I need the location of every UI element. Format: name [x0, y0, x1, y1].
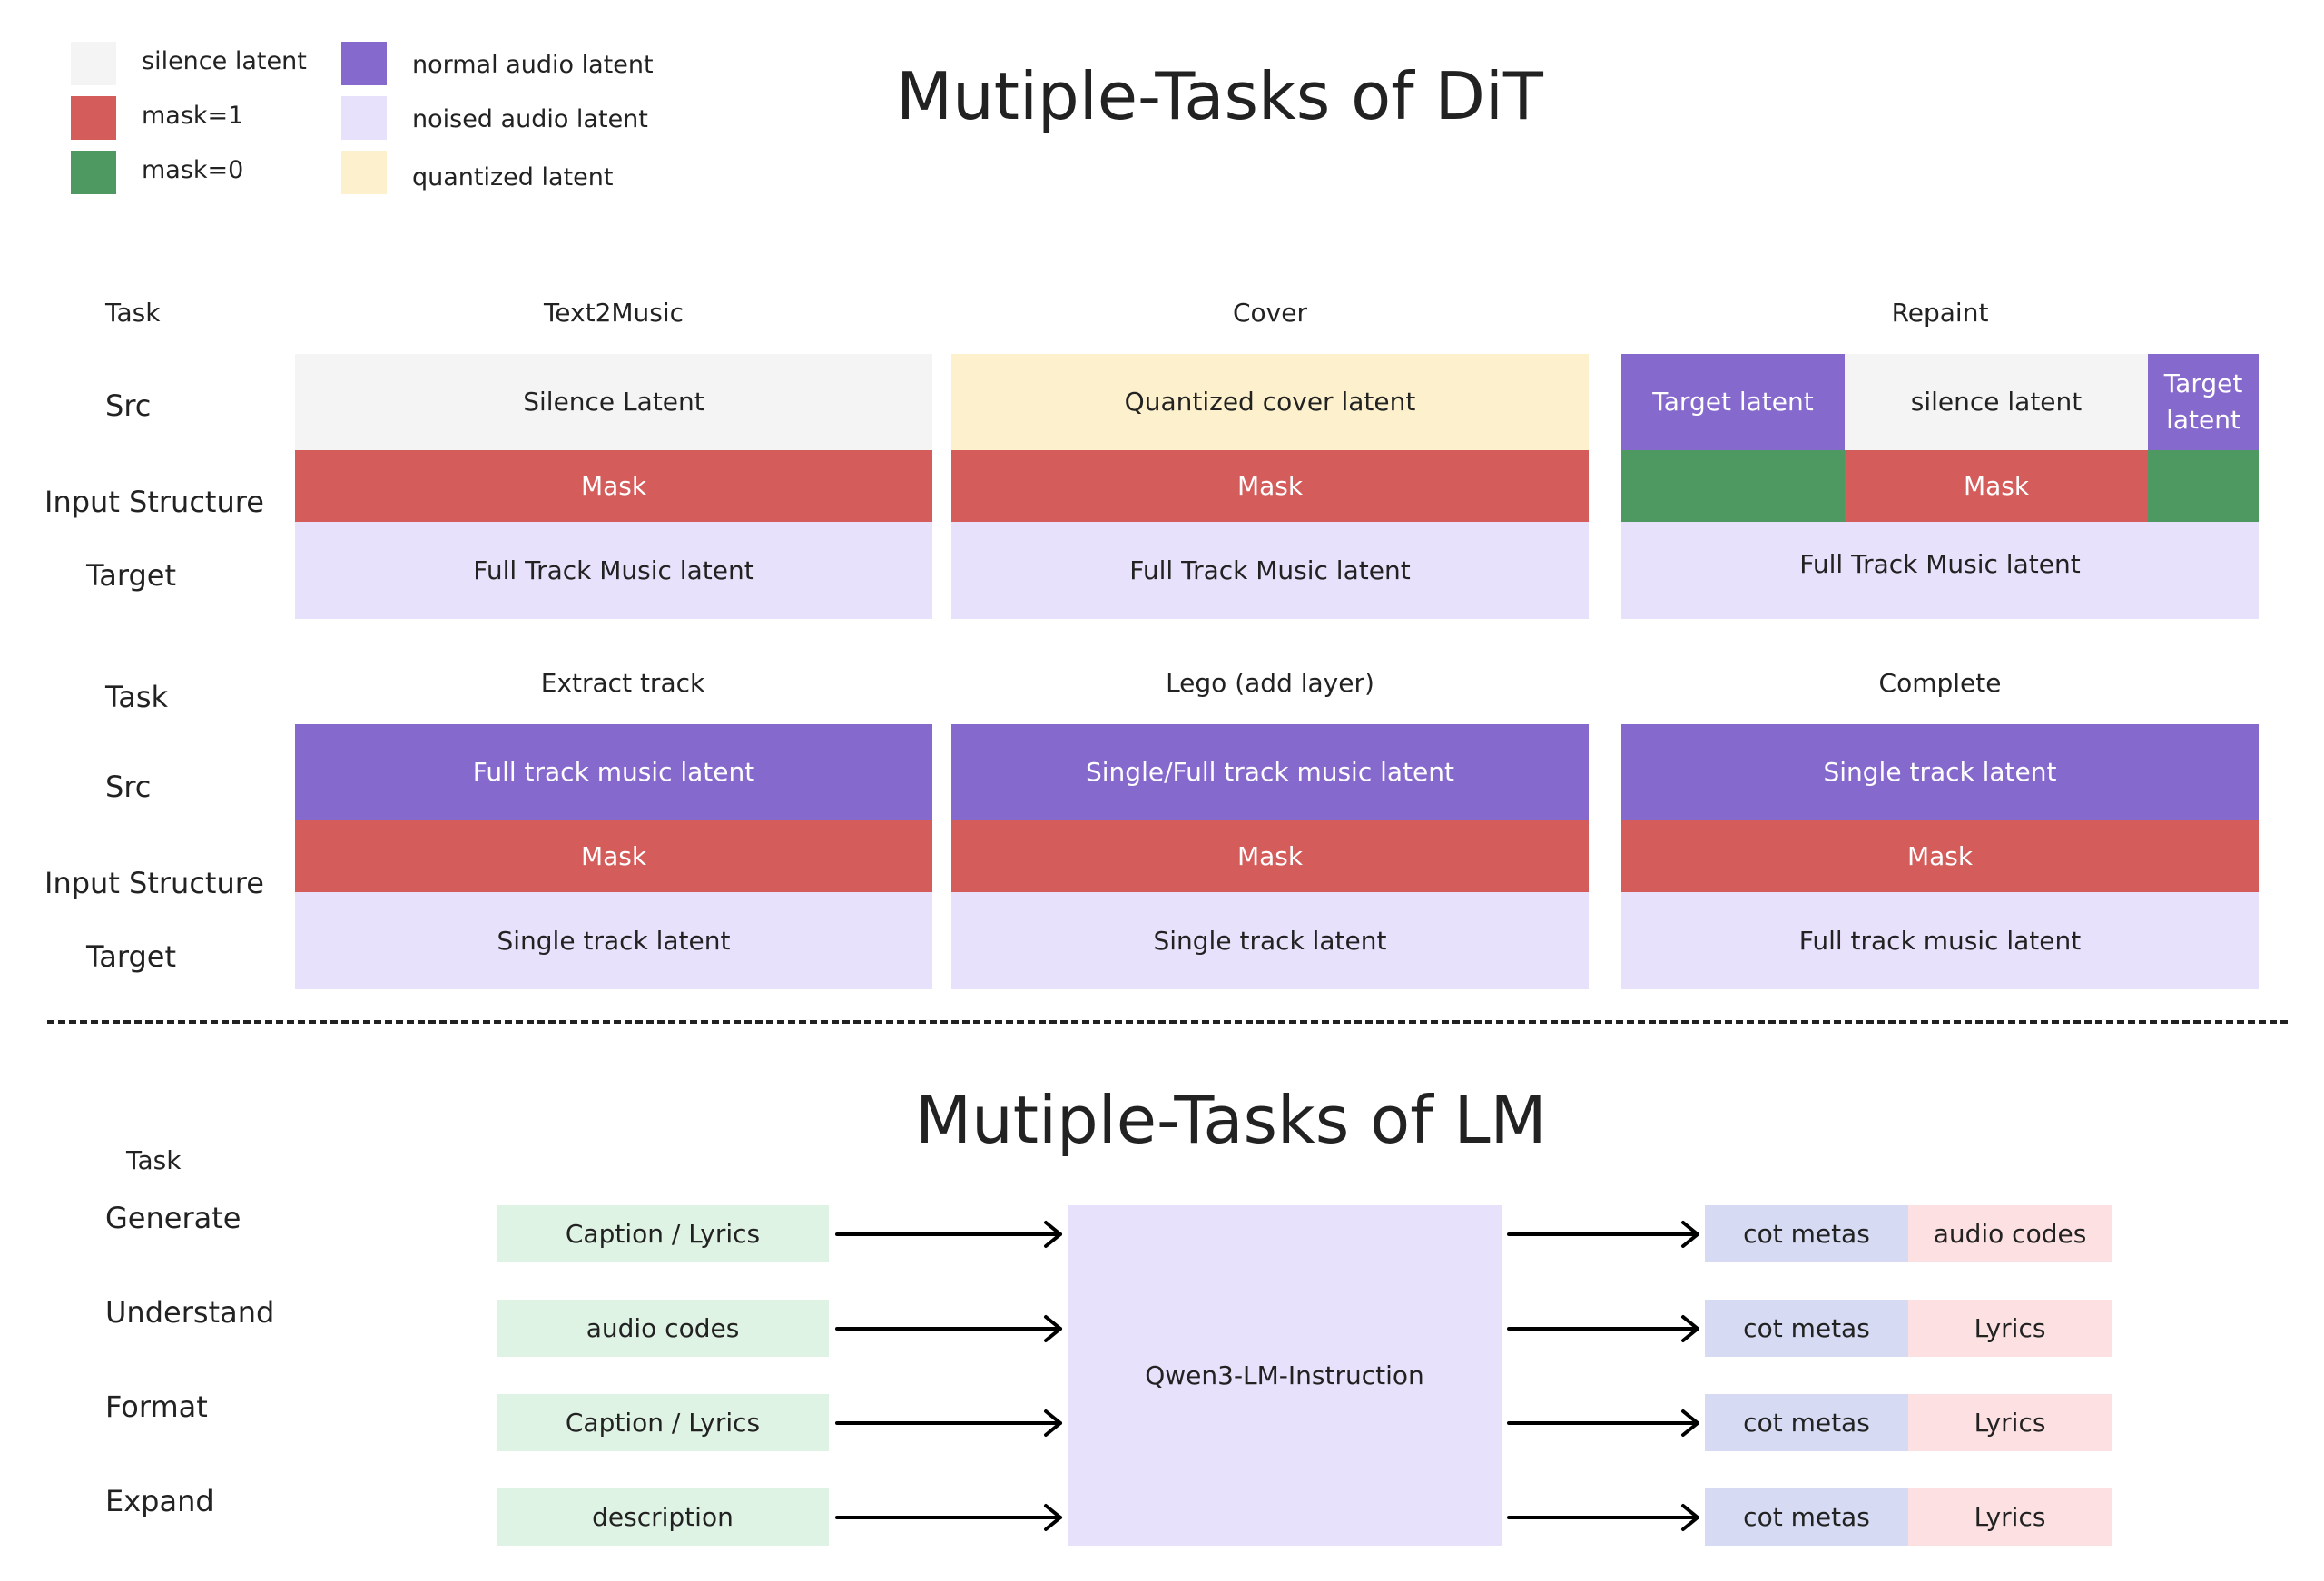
task-title-cover: Cover: [1233, 298, 1307, 328]
complete-target-block: Full track music latent: [1621, 892, 2259, 989]
lm-task-header: Task: [126, 1145, 182, 1175]
row-label-input-structure: Input Structure: [44, 485, 264, 519]
repaint-mask0-left: [1621, 450, 1845, 522]
lm-cot-expand: cot metas: [1705, 1488, 1908, 1546]
arrow-in-expand: [835, 1504, 1062, 1531]
section-divider: [47, 1020, 2288, 1024]
legend-label-normal: normal audio latent: [412, 51, 654, 79]
legend-label-mask0: mask=0: [142, 156, 244, 184]
extract-target-block: Single track latent: [295, 892, 932, 989]
repaint-mask-block: Mask: [1845, 450, 2148, 522]
extract-mask-block: Mask: [295, 820, 932, 892]
legend-swatch-noised: [341, 96, 387, 140]
qwen3-lm-box: Qwen3-LM-Instruction: [1068, 1205, 1502, 1546]
repaint-target-block: Full Track Music latent: [1621, 522, 2259, 619]
row-label-src: Src: [105, 388, 152, 423]
row-label-target: Target: [86, 558, 176, 593]
legend-swatch-normal: [341, 42, 387, 85]
lm-task-understand: Understand: [105, 1295, 275, 1330]
task-title-lego: Lego (add layer): [1166, 668, 1374, 698]
lm-output-understand: Lyrics: [1908, 1300, 2112, 1357]
arrow-out-format: [1507, 1409, 1699, 1437]
repaint-src-silence: silence latent: [1845, 354, 2148, 450]
task-title-extract: Extract track: [540, 668, 705, 698]
lm-output-format: Lyrics: [1908, 1394, 2112, 1451]
lm-cot-format: cot metas: [1705, 1394, 1908, 1451]
legend-swatch-silence: [71, 42, 116, 85]
arrow-out-generate: [1507, 1221, 1699, 1248]
repaint-mask0-right: [2148, 450, 2259, 522]
lm-task-generate: Generate: [105, 1201, 241, 1235]
text2music-src-block: Silence Latent: [295, 354, 932, 450]
legend-label-mask1: mask=1: [142, 102, 244, 130]
row-label-target-2: Target: [86, 939, 176, 974]
task-title-complete: Complete: [1878, 668, 2002, 698]
legend-label-noised: noised audio latent: [412, 105, 648, 133]
arrow-in-generate: [835, 1221, 1062, 1248]
lm-output-expand: Lyrics: [1908, 1488, 2112, 1546]
lm-cot-generate: cot metas: [1705, 1205, 1908, 1262]
legend-swatch-mask1: [71, 96, 116, 140]
arrow-out-understand: [1507, 1315, 1699, 1342]
cover-target-block: Full Track Music latent: [951, 522, 1589, 619]
lm-output-generate: audio codes: [1908, 1205, 2112, 1262]
lego-target-block: Single track latent: [951, 892, 1589, 989]
row-label-task-2: Task: [105, 680, 169, 714]
cover-mask-block: Mask: [951, 450, 1589, 522]
dit-title: Mutiple-Tasks of DiT: [896, 58, 1543, 134]
text2music-target-block: Full Track Music latent: [295, 522, 932, 619]
legend-swatch-mask0: [71, 151, 116, 194]
repaint-src-target-right: Target latent: [2148, 354, 2259, 450]
legend-label-quantized: quantized latent: [412, 163, 614, 191]
lm-input-understand: audio codes: [497, 1300, 829, 1357]
repaint-src-target-left: Target latent: [1621, 354, 1845, 450]
row-label-task: Task: [105, 298, 161, 328]
arrow-in-understand: [835, 1315, 1062, 1342]
lego-mask-block: Mask: [951, 820, 1589, 892]
lm-input-expand: description: [497, 1488, 829, 1546]
cover-src-block: Quantized cover latent: [951, 354, 1589, 450]
lm-task-format: Format: [105, 1390, 208, 1424]
legend-label-silence: silence latent: [142, 47, 307, 75]
row-label-input-structure-2: Input Structure: [44, 866, 264, 900]
lm-input-format: Caption / Lyrics: [497, 1394, 829, 1451]
row-label-src-2: Src: [105, 770, 152, 804]
extract-src-block: Full track music latent: [295, 724, 932, 820]
legend-swatch-quantized: [341, 151, 387, 194]
lm-task-expand: Expand: [105, 1484, 214, 1518]
task-title-text2music: Text2Music: [543, 298, 684, 328]
lm-title: Mutiple-Tasks of LM: [915, 1082, 1547, 1158]
text2music-mask-block: Mask: [295, 450, 932, 522]
arrow-out-expand: [1507, 1504, 1699, 1531]
complete-src-block: Single track latent: [1621, 724, 2259, 820]
arrow-in-format: [835, 1409, 1062, 1437]
lm-cot-understand: cot metas: [1705, 1300, 1908, 1357]
complete-mask-block: Mask: [1621, 820, 2259, 892]
task-title-repaint: Repaint: [1891, 298, 1989, 328]
lm-input-generate: Caption / Lyrics: [497, 1205, 829, 1262]
lego-src-block: Single/Full track music latent: [951, 724, 1589, 820]
